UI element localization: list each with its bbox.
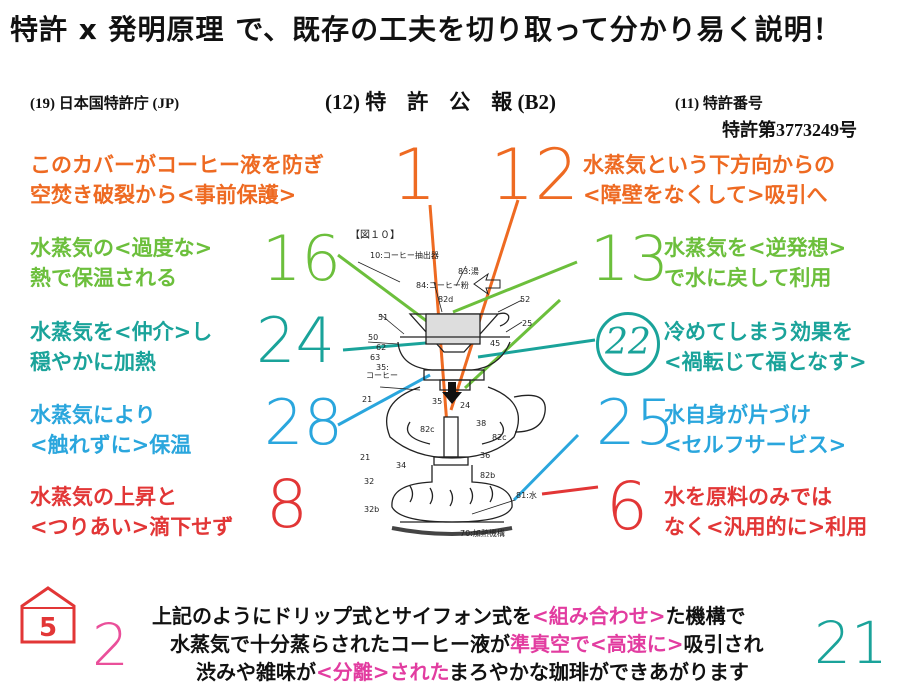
part-82b: 82b <box>480 471 495 480</box>
header-center: (12) 特 許 公 報 (B2) <box>325 90 556 114</box>
caption-13: 水蒸気を<逆発想>で水に戻して利用 <box>664 236 847 290</box>
fig-label: 【図１０】 <box>350 229 400 241</box>
part-62: 62 <box>376 343 386 352</box>
caption-8: 水蒸気の上昇と<つりあい>滴下せず <box>30 485 234 539</box>
principle-number-16: 16 <box>262 222 341 295</box>
line-24 <box>342 340 439 352</box>
principle-number-1: 1 <box>392 134 437 216</box>
bubbles <box>409 485 494 507</box>
line-13a <box>452 260 578 314</box>
principle-number-2: 2 <box>92 611 129 679</box>
footer-line-1: 上記のようにドリップ式とサイフォン式を<組み合わせ>た機構で <box>152 604 746 628</box>
caption-1: このカバーがコーヒー液を防ぎ空焚き破裂から<事前保護> <box>30 153 324 207</box>
patent-number: 特許第3773249号 <box>722 120 857 140</box>
steam-arrow-right <box>481 421 505 445</box>
part-70: 70:加熱機構 <box>460 528 505 538</box>
line-12 <box>449 199 520 411</box>
part-83: 83:湯 <box>458 266 479 276</box>
page-title: 特許 x 発明原理 で、既存の工夫を切り取って分かり易く説明！ <box>10 13 842 46</box>
part-36: 36 <box>480 451 490 460</box>
dripper-handle <box>497 312 510 327</box>
part-82c-2: 82c <box>492 433 507 442</box>
part-81: 81:水 <box>516 490 537 500</box>
principle-number-5: 5 <box>39 613 57 643</box>
line-22 <box>477 338 596 359</box>
caption-22: 冷めてしまう効果を<禍転じて福となす> <box>664 320 867 374</box>
principle-number-8: 8 <box>266 466 308 543</box>
principle-number-12: 12 <box>490 134 580 216</box>
caption-12: 水蒸気という下方向からの<障壁をなくして>吸引へ <box>583 153 835 207</box>
part-63: 63 <box>370 353 380 362</box>
line-25 <box>512 433 580 502</box>
principle-number-24: 24 <box>256 304 335 377</box>
principle-number-13: 13 <box>590 222 669 295</box>
down-arrow-icon <box>442 382 462 404</box>
coffee-powder <box>425 313 481 345</box>
footer-line-3: 渋みや雑味が<分離>されたまろやかな珈琲ができあがります <box>196 660 749 684</box>
tube <box>443 416 459 458</box>
part-82d: 82d <box>438 295 453 304</box>
part-21b: 21 <box>360 453 370 462</box>
part-38: 38 <box>476 419 486 428</box>
part-24: 24 <box>460 401 470 410</box>
caption-16: 水蒸気の<過度な>熱で保温される <box>30 236 213 290</box>
principle-number-25: 25 <box>596 386 675 459</box>
line-6 <box>541 485 599 496</box>
line-13b <box>463 298 562 390</box>
line-28 <box>337 373 431 427</box>
principle-number-6: 6 <box>606 468 648 545</box>
principle-number-22: 22 <box>596 312 660 376</box>
part-50: 50 <box>368 333 378 342</box>
steam-arrow-left <box>406 421 431 445</box>
part-84: 84:コーヒー粉 <box>416 280 469 290</box>
part-34: 34 <box>396 461 406 470</box>
part-32: 32 <box>364 477 374 486</box>
principle-number-21: 21 <box>814 609 888 677</box>
joint <box>433 456 469 466</box>
part-45: 45 <box>490 339 500 348</box>
footer-line-2: 水蒸気で十分蒸らされたコーヒー液が準真空で<高速に>吸引され <box>170 632 764 656</box>
server-body <box>385 386 519 459</box>
server-handle <box>513 394 546 433</box>
part-21a: 21 <box>362 395 372 404</box>
part-35c: コーヒー <box>366 371 398 380</box>
part-52: 52 <box>520 295 530 304</box>
part-25a: 25 <box>522 319 532 328</box>
lid <box>423 369 485 381</box>
principle-number-28: 28 <box>264 386 343 459</box>
caption-24: 水蒸気を<仲介>し穏やかに加熱 <box>30 320 213 374</box>
water-inlet-arrow-icon <box>473 272 501 296</box>
part-32b: 32b <box>364 505 379 514</box>
heater-coil <box>391 526 513 536</box>
caption-6: 水を原料のみではなく<汎用的に>利用 <box>664 485 868 539</box>
part-10: 10:コーヒー抽出器 <box>370 250 439 260</box>
coffee-extractor-figure: 【図１０】 10:コーヒー抽出器 83:湯 84:コーヒー粉 82d 52 51… <box>350 229 546 538</box>
line-16 <box>337 253 433 327</box>
caption-25: 水自身が片づけ<セルフサービス> <box>664 403 847 457</box>
header-right: (11) 特許番号 <box>675 96 763 112</box>
pentagon-badge: 5 <box>20 586 76 644</box>
part-82c: 82c <box>420 425 435 434</box>
part-51: 51 <box>378 313 388 322</box>
header-left: (19) 日本国特許庁 (JP) <box>30 96 180 112</box>
part-35: 35 <box>432 397 442 406</box>
caption-28: 水蒸気により<触れずに>保温 <box>30 403 192 457</box>
part-35b: 35: <box>376 363 389 372</box>
